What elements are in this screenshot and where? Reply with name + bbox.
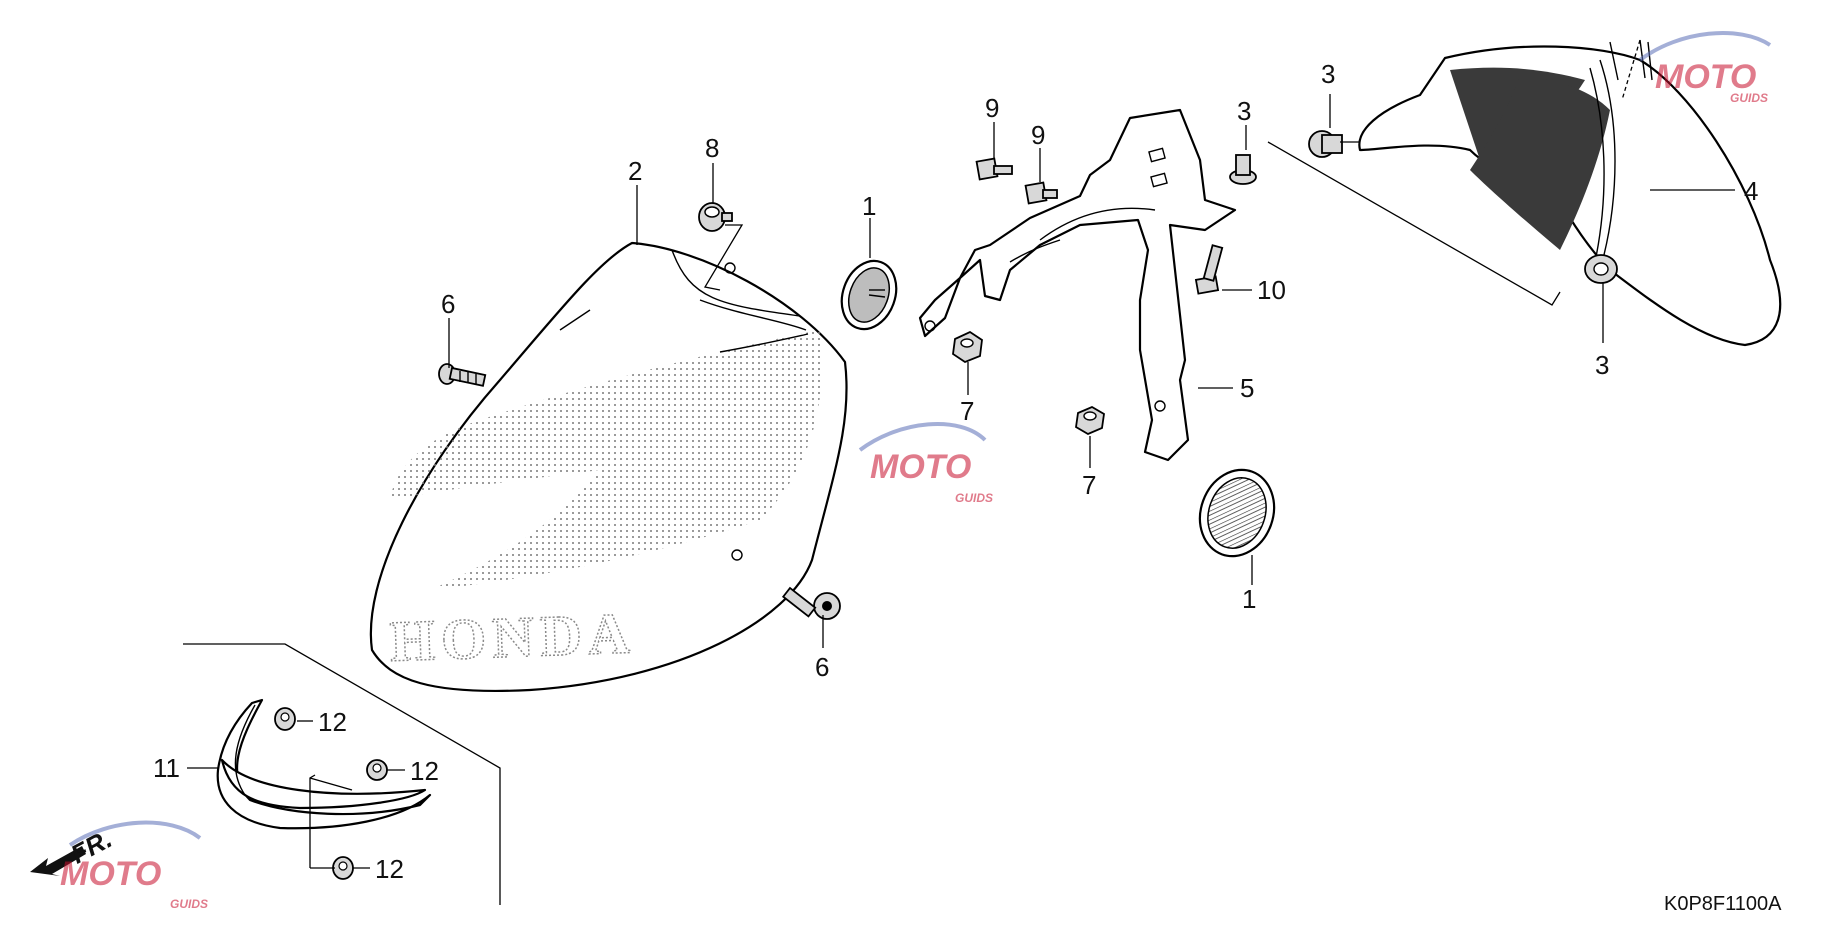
collar-3-middle[interactable] (1229, 154, 1257, 185)
inner-fender-part[interactable] (1358, 39, 1782, 347)
svg-text:GUIDS: GUIDS (1730, 91, 1768, 105)
callout-11: 11 (153, 753, 180, 783)
callout-6-upper: 6 (441, 289, 455, 319)
clip-8[interactable] (698, 202, 733, 232)
callout-1-lower: 1 (1242, 584, 1256, 614)
subassembly-frame (183, 643, 501, 905)
callout-labels: 1 1 2 3 3 3 4 5 6 6 7 7 8 9 9 10 11 12 1… (153, 59, 1758, 884)
bracket-part[interactable] (918, 108, 1237, 462)
watermark-swoosh-icon (1638, 31, 1772, 62)
bracket-slot (1148, 147, 1166, 163)
inner-fender-shadow-lower (1470, 75, 1610, 250)
washer-3-right[interactable] (1584, 254, 1618, 284)
bolt-6-lower[interactable] (781, 586, 841, 620)
front-arrow-icon (30, 846, 86, 876)
bolt-6-upper[interactable] (438, 363, 487, 387)
callout-9-right: 9 (1031, 120, 1045, 150)
nut-7-left[interactable] (952, 330, 983, 364)
clip-12-middle[interactable] (366, 759, 388, 781)
bracket-slot (1150, 172, 1168, 188)
clip-12-bottom[interactable] (332, 856, 354, 880)
svg-text:MOTO: MOTO (1655, 58, 1756, 96)
callout-3-middle: 3 (1237, 96, 1251, 126)
callout-3-right: 3 (1595, 350, 1609, 380)
leader-lines (187, 94, 1735, 869)
callout-12-bottom: 12 (375, 854, 404, 884)
nut-7-right[interactable] (1075, 405, 1105, 436)
brand-lettering: HONDA (389, 600, 637, 674)
emblem-lower[interactable] (1188, 459, 1286, 566)
brand-wing-shading (390, 330, 822, 590)
svg-text:MOTO: MOTO (60, 855, 161, 893)
clip-12-top[interactable] (274, 707, 296, 731)
assembly-lines (309, 39, 1641, 869)
watermark-center: MOTO GUIDS (858, 422, 993, 505)
svg-text:GUIDS: GUIDS (170, 897, 208, 911)
front-fender-part[interactable]: HONDA (369, 241, 848, 693)
watermark-swoosh-icon (68, 820, 202, 847)
bolt-9-right[interactable] (1024, 181, 1058, 205)
callout-3-left: 3 (1321, 59, 1335, 89)
watermark-swoosh-icon (858, 422, 987, 452)
callout-6-lower: 6 (815, 652, 829, 682)
callout-9-left: 9 (985, 93, 999, 123)
callout-10: 10 (1257, 275, 1286, 305)
emblem-upper[interactable] (833, 253, 906, 337)
watermark-top-right: MOTO GUIDS (1638, 31, 1772, 105)
diagram-code: K0P8F1100A (1664, 893, 1782, 915)
trim-strip-part[interactable] (216, 698, 432, 830)
watermark-bottom-left: MOTO GUIDS (60, 820, 208, 911)
collar-3-left[interactable] (1308, 130, 1343, 158)
callout-4: 4 (1744, 176, 1758, 206)
callout-12-top: 12 (318, 707, 347, 737)
callout-1-upper: 1 (862, 191, 876, 221)
svg-text:GUIDS: GUIDS (955, 491, 993, 505)
callout-2: 2 (628, 156, 642, 186)
callout-7-right: 7 (1082, 470, 1096, 500)
callout-5: 5 (1240, 373, 1254, 403)
svg-text:MOTO: MOTO (870, 448, 971, 486)
callout-12-middle: 12 (410, 756, 439, 786)
callout-8: 8 (705, 133, 719, 163)
callout-7-left: 7 (960, 396, 974, 426)
bolt-10[interactable] (1194, 244, 1224, 295)
bolt-9-left[interactable] (975, 157, 1013, 181)
